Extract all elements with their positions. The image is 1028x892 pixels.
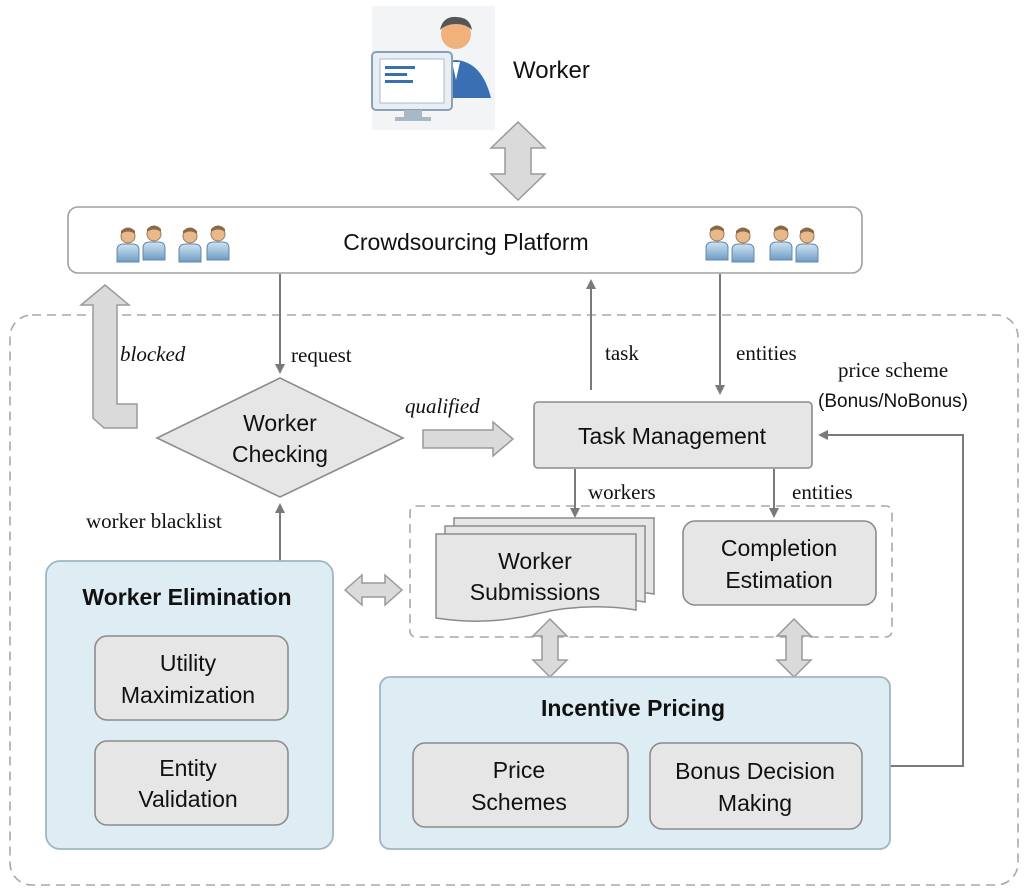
task-management-label: Task Management [578, 423, 767, 449]
blocked-label: blocked [120, 342, 186, 366]
worker-elimination-title: Worker Elimination [82, 584, 291, 610]
entities-label-top: entities [736, 341, 797, 365]
price-scheme-feedback-line [818, 430, 964, 767]
task-label: task [605, 341, 639, 365]
worker-label: Worker [513, 57, 590, 84]
utility-maximization-label-line2: Maximization [121, 682, 255, 708]
worker-computer-icon [371, 6, 495, 130]
utility-maximization-box [94, 635, 289, 721]
bonus-decision-box [649, 742, 863, 830]
system-boundary [9, 314, 1019, 886]
price-schemes-label-line1: Price [493, 757, 545, 783]
completion-estimation-box [682, 520, 877, 606]
completion-estimation-label-line1: Completion [721, 535, 837, 561]
entity-validation-box [94, 740, 289, 826]
completion-incentive-double-arrow [775, 617, 813, 679]
worker-submissions-label-line2: Submissions [470, 579, 600, 605]
incentive-pricing-title: Incentive Pricing [541, 695, 725, 721]
worker-checking-diamond [155, 377, 405, 498]
worker-submissions-stack [435, 517, 655, 622]
qualified-arrow [422, 420, 515, 458]
price-schemes-box [412, 742, 629, 828]
task-management-box [533, 401, 813, 469]
worker-blacklist-label: worker blacklist [86, 509, 222, 533]
elimination-group-double-arrow [343, 573, 404, 607]
worker-platform-double-arrow [489, 120, 547, 202]
submissions-incentive-double-arrow [531, 617, 569, 679]
crowdsourcing-platform-box [67, 206, 863, 274]
worker-checking-label-line2: Checking [232, 441, 328, 467]
entities-label-bottom: entities [792, 480, 853, 504]
request-label: request [291, 343, 352, 367]
price-scheme-label: price scheme [838, 358, 948, 382]
price-scheme-sublabel: (Bonus/NoBonus) [818, 391, 968, 412]
worker-checking-label-line1: Worker [243, 410, 317, 436]
qualified-label: qualified [405, 394, 480, 418]
workers-label: workers [588, 480, 656, 504]
worker-submissions-label-line1: Worker [498, 548, 572, 574]
entity-validation-label-line2: Validation [138, 786, 237, 812]
utility-maximization-label-line1: Utility [160, 650, 217, 676]
bonus-decision-label-line1: Bonus Decision [675, 758, 835, 784]
crowdsourcing-platform-label: Crowdsourcing Platform [343, 229, 588, 255]
completion-estimation-label-line2: Estimation [725, 567, 832, 593]
blocked-arrow [78, 284, 138, 429]
execution-group [409, 505, 893, 638]
price-schemes-label-line2: Schemes [471, 789, 567, 815]
bonus-decision-label-line2: Making [718, 790, 792, 816]
entity-validation-label-line1: Entity [159, 755, 217, 781]
